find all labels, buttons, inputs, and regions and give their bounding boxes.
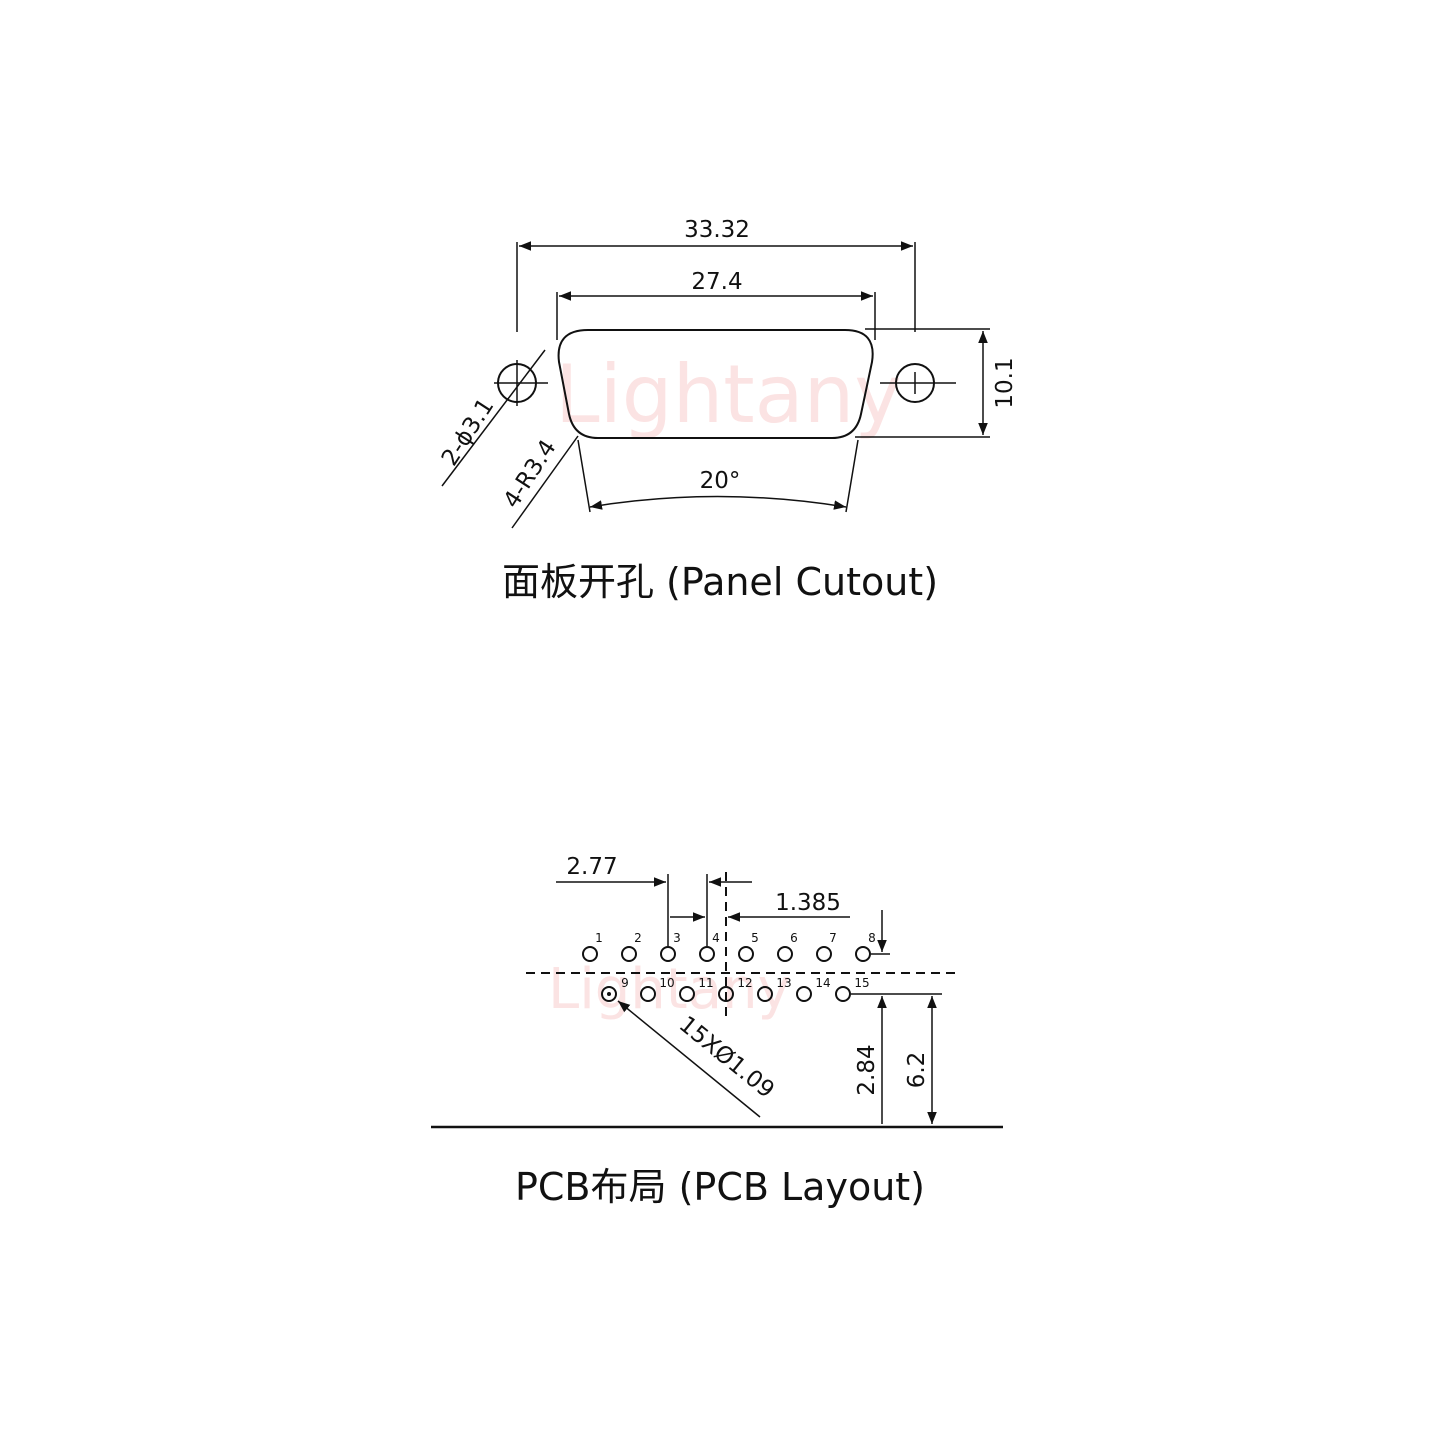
pin-hole-5 — [738, 946, 754, 962]
pin-hole-1 — [582, 946, 598, 962]
pin-hole-9 — [601, 986, 617, 1002]
watermark-panel: Lightany — [555, 348, 902, 441]
pin-hole-10 — [640, 986, 656, 1002]
pin-label: 8 — [868, 931, 876, 945]
dim-hole-diameter: 2-ϕ3.1 — [437, 394, 499, 471]
angle-ext-left — [577, 439, 591, 513]
pin-label: 9 — [621, 976, 629, 990]
pin-label: 12 — [737, 976, 752, 990]
pin-hole-8 — [855, 946, 871, 962]
hole-leader-line — [441, 349, 546, 487]
dim-opening-width: 27.4 — [691, 269, 742, 295]
dim-board-edge: 6.2 — [904, 1052, 930, 1089]
pin-hole-11 — [679, 986, 695, 1002]
pin-label: 5 — [751, 931, 759, 945]
pin-hole-7 — [816, 946, 832, 962]
radius-leader-line — [511, 435, 579, 529]
pin-hole-3 — [660, 946, 676, 962]
pcb-layout-caption: PCB布局 (PCB Layout) — [515, 1165, 925, 1209]
dim-height: 10.1 — [992, 357, 1018, 408]
panel-cutout-caption: 面板开孔 (Panel Cutout) — [502, 560, 938, 604]
dim-row-gap: 2.84 — [854, 1044, 880, 1095]
pin-label: 13 — [776, 976, 791, 990]
pin-label: 10 — [659, 976, 674, 990]
dim-overall-width: 33.32 — [684, 217, 750, 243]
pin-label: 3 — [673, 931, 681, 945]
pin-hole-12 — [718, 986, 734, 1002]
pin-hole-2 — [621, 946, 637, 962]
angle-dim-arc — [589, 495, 847, 510]
pin-label: 1 — [595, 931, 603, 945]
pin-label: 15 — [854, 976, 869, 990]
d-sub-opening-outline — [557, 329, 874, 439]
pin-label: 2 — [634, 931, 642, 945]
pin-label: 14 — [815, 976, 830, 990]
pin-label: 7 — [829, 931, 837, 945]
pin-row-top: 1 2 3 4 5 6 7 8 — [582, 931, 876, 962]
dim-corner-radius: 4-R3.4 — [499, 435, 562, 512]
pin-9-center-dot — [607, 992, 611, 996]
dim-pin-pitch: 2.77 — [566, 854, 617, 880]
pin-label: 4 — [712, 931, 720, 945]
dim-angle: 20° — [700, 468, 741, 494]
pin-hole-4 — [699, 946, 715, 962]
pin-row-bottom: 9 10 11 12 13 14 15 — [601, 976, 870, 1002]
pin-label: 11 — [698, 976, 713, 990]
pin-hole-13 — [757, 986, 773, 1002]
pin-hole-14 — [796, 986, 812, 1002]
dim-half-pitch: 1.385 — [775, 890, 841, 916]
pcb-layout-drawing: 1 2 3 4 5 6 7 8 9 10 11 12 13 14 15 — [431, 854, 1003, 1209]
pin-label: 6 — [790, 931, 798, 945]
pin-hole-6 — [777, 946, 793, 962]
watermark-pcb: Lightany — [548, 957, 791, 1022]
holes-leader-line — [617, 1000, 761, 1118]
angle-ext-right — [845, 439, 859, 513]
pin-hole-15 — [835, 986, 851, 1002]
